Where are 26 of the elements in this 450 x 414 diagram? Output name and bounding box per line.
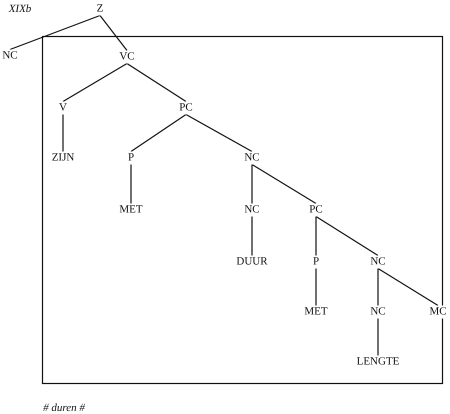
tree-node-label: PC — [308, 204, 324, 216]
tree-branch-line — [126, 63, 186, 102]
tree-branch-line — [130, 114, 186, 152]
tree-branch-line — [100, 15, 128, 51]
tree-node-label: NC — [243, 152, 261, 164]
tree-node-label: MC — [428, 306, 448, 318]
tree-branch-line — [251, 164, 253, 204]
tree-branch-line — [377, 268, 379, 306]
tree-branch-line — [315, 268, 317, 306]
annotation-text: # duren # — [43, 402, 85, 414]
tree-branch-line — [315, 216, 317, 256]
annotation-text: XIXb — [8, 3, 32, 15]
tree-branch-line — [62, 62, 128, 102]
tree-branch-line — [251, 216, 253, 256]
tree-branch-line — [316, 216, 378, 256]
tree-branch-line — [377, 318, 379, 356]
tree-branch-line — [10, 14, 100, 50]
tree-branch-line — [62, 114, 64, 152]
tree-branch-line — [252, 164, 316, 204]
tree-node-label: VC — [118, 50, 136, 64]
tree-node-label: PC — [178, 102, 194, 114]
tree-node-label: Z — [96, 2, 104, 16]
tree-branch-line — [378, 268, 438, 306]
tree-branch-line — [130, 164, 132, 204]
tree-node-label: NC — [369, 256, 387, 268]
tree-branch-line — [186, 114, 252, 152]
